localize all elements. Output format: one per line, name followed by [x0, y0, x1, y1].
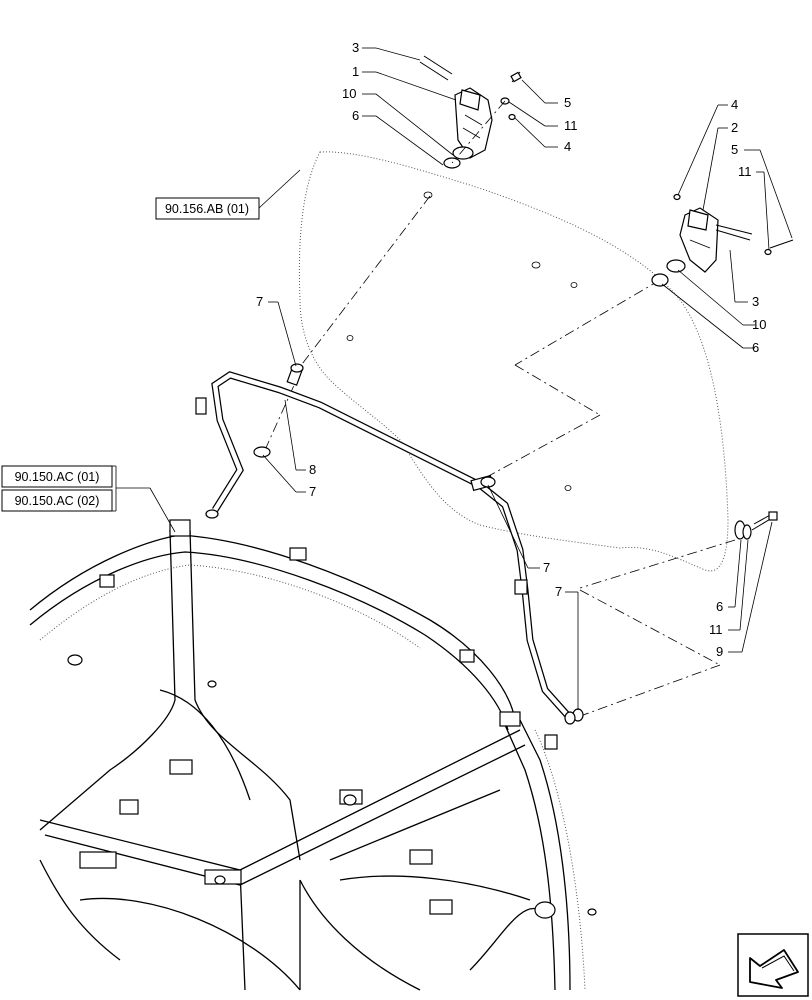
callout-4-top: 4 [564, 139, 571, 154]
callout-10-right: 10 [752, 317, 766, 332]
callout-5-right: 5 [731, 142, 738, 157]
ref-box-frame-1[interactable]: 90.150.AC (01) [1, 465, 113, 488]
callout-5-top: 5 [564, 95, 571, 110]
callout-11-top: 11 [564, 118, 578, 133]
cab-frame [29, 519, 597, 991]
callout-3-right: 3 [752, 294, 759, 309]
callout-8: 8 [309, 462, 316, 477]
callout-10-top: 10 [342, 86, 356, 101]
callout-4-right: 4 [731, 97, 738, 112]
callout-11-low: 11 [709, 622, 723, 637]
callout-1-top: 1 [352, 64, 359, 79]
ref-box-frame-2[interactable]: 90.150.AC (02) [1, 489, 113, 512]
lower-right-fasteners [734, 511, 778, 540]
callout-7-a: 7 [256, 294, 263, 309]
callout-11-right: 11 [738, 164, 752, 179]
hinge-assembly-top [419, 55, 522, 169]
leader-lines [262, 47, 793, 710]
ref-frame-2-label: 90.150.AC (02) [15, 494, 100, 508]
rear-window-glass [298, 151, 729, 572]
callout-7-d: 7 [555, 584, 562, 599]
callout-labels: 3 1 10 6 5 11 4 4 2 5 11 3 10 6 7 8 7 7 … [256, 40, 766, 659]
window-support-rod [195, 363, 584, 725]
callout-2-right: 2 [731, 120, 738, 135]
callout-7-b: 7 [309, 484, 316, 499]
ref-box-glass[interactable]: 90.156.AB (01) [155, 197, 260, 220]
callout-3-top: 3 [352, 40, 359, 55]
callout-6-low: 6 [716, 599, 723, 614]
ref-frame-1-label: 90.150.AC (01) [15, 470, 100, 484]
hinge-assembly-right [651, 193, 794, 287]
callout-9: 9 [716, 644, 723, 659]
callout-7-c: 7 [543, 560, 550, 575]
ref-glass-label: 90.156.AB (01) [165, 202, 249, 216]
center-lines [264, 195, 736, 719]
callout-6-top: 6 [352, 108, 359, 123]
next-page-arrow-icon[interactable] [737, 933, 809, 997]
callout-6-right: 6 [752, 340, 759, 355]
